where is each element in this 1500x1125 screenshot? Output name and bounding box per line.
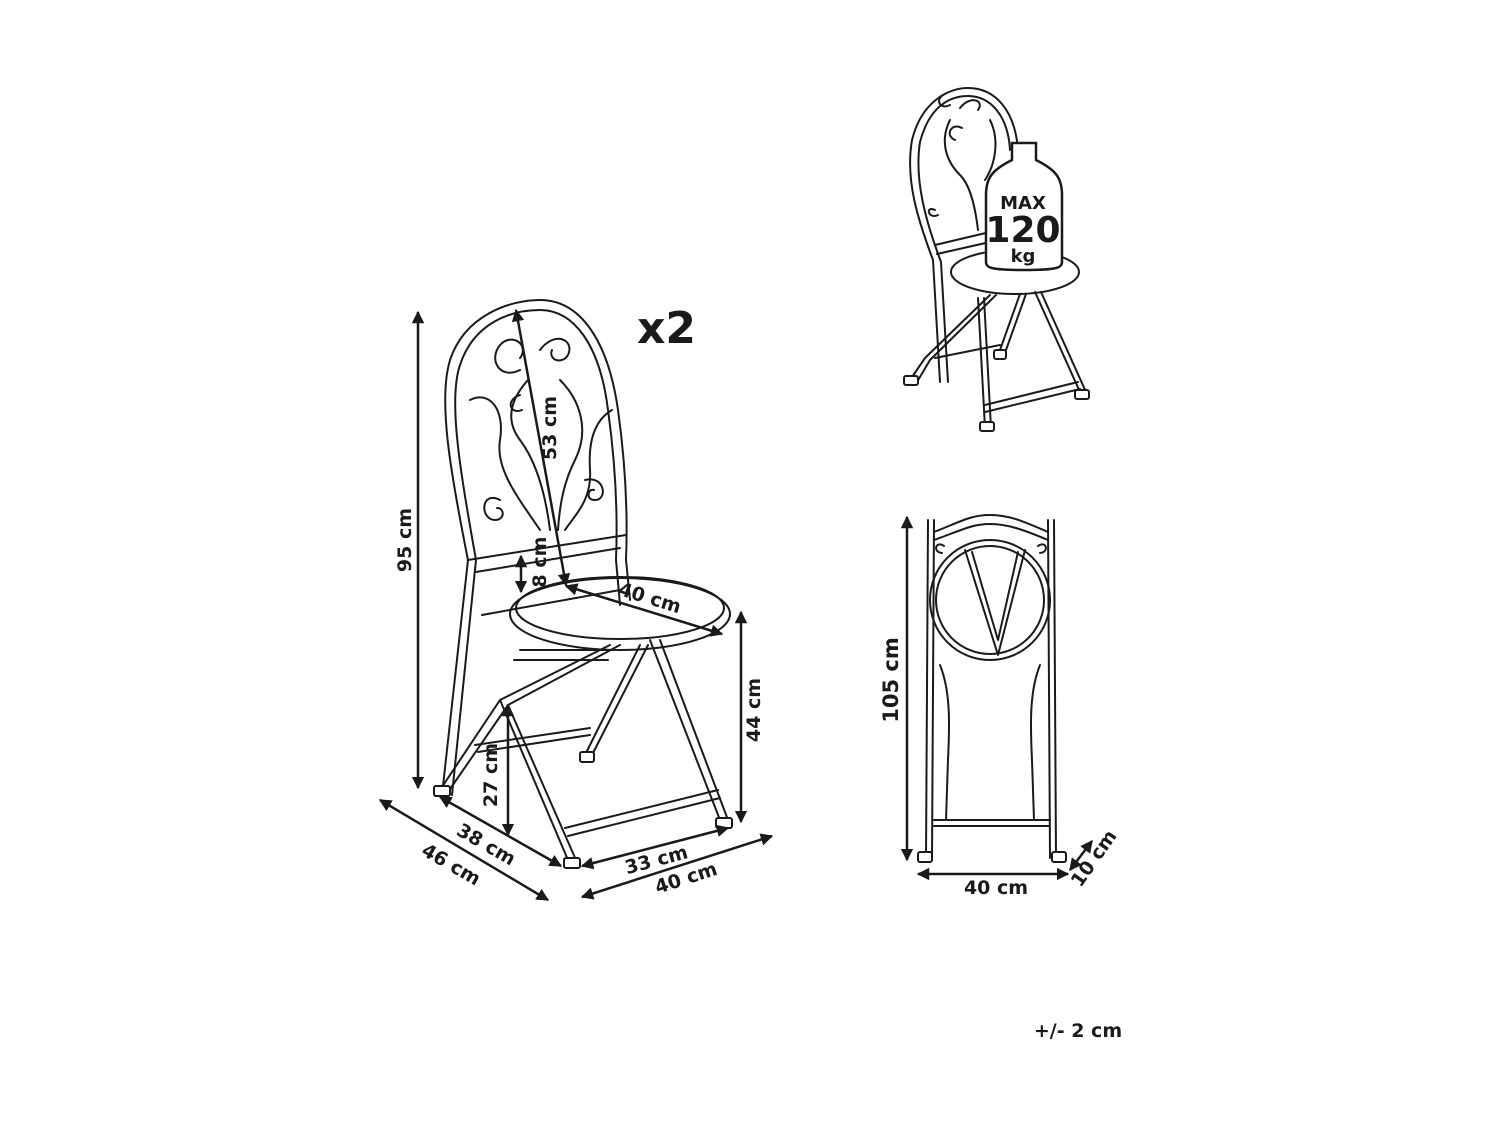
round-seat bbox=[509, 576, 731, 651]
tolerance-note: +/- 2 cm bbox=[1034, 1020, 1122, 1042]
load-capacity-drawing bbox=[903, 87, 1090, 432]
folded-depth-label: 10 cm bbox=[1067, 826, 1122, 891]
weight-badge-value: 120 bbox=[985, 210, 1060, 251]
seat-height-label: 44 cm bbox=[743, 678, 765, 742]
main-chair-dimension-lines bbox=[378, 308, 774, 902]
backrest-height-label: 53 cm bbox=[539, 396, 561, 460]
weight-badge-unit: kg bbox=[1011, 246, 1036, 267]
folded-chair-dimension-lines bbox=[900, 515, 1093, 881]
folded-width-label: 40 cm bbox=[964, 877, 1028, 899]
weight-badge-max: MAX bbox=[1000, 193, 1046, 214]
weight-vase-icon bbox=[984, 141, 1064, 272]
quantity-label: x2 bbox=[637, 303, 696, 354]
lower-brace-height-label: 27 cm bbox=[480, 743, 502, 807]
folded-chair-drawing bbox=[917, 514, 1067, 863]
folded-height-label: 105 cm bbox=[879, 637, 903, 722]
total-height-label: 95 cm bbox=[394, 508, 416, 572]
main-chair-drawing bbox=[433, 299, 733, 869]
seat-gap-label: 8 cm bbox=[529, 537, 551, 588]
